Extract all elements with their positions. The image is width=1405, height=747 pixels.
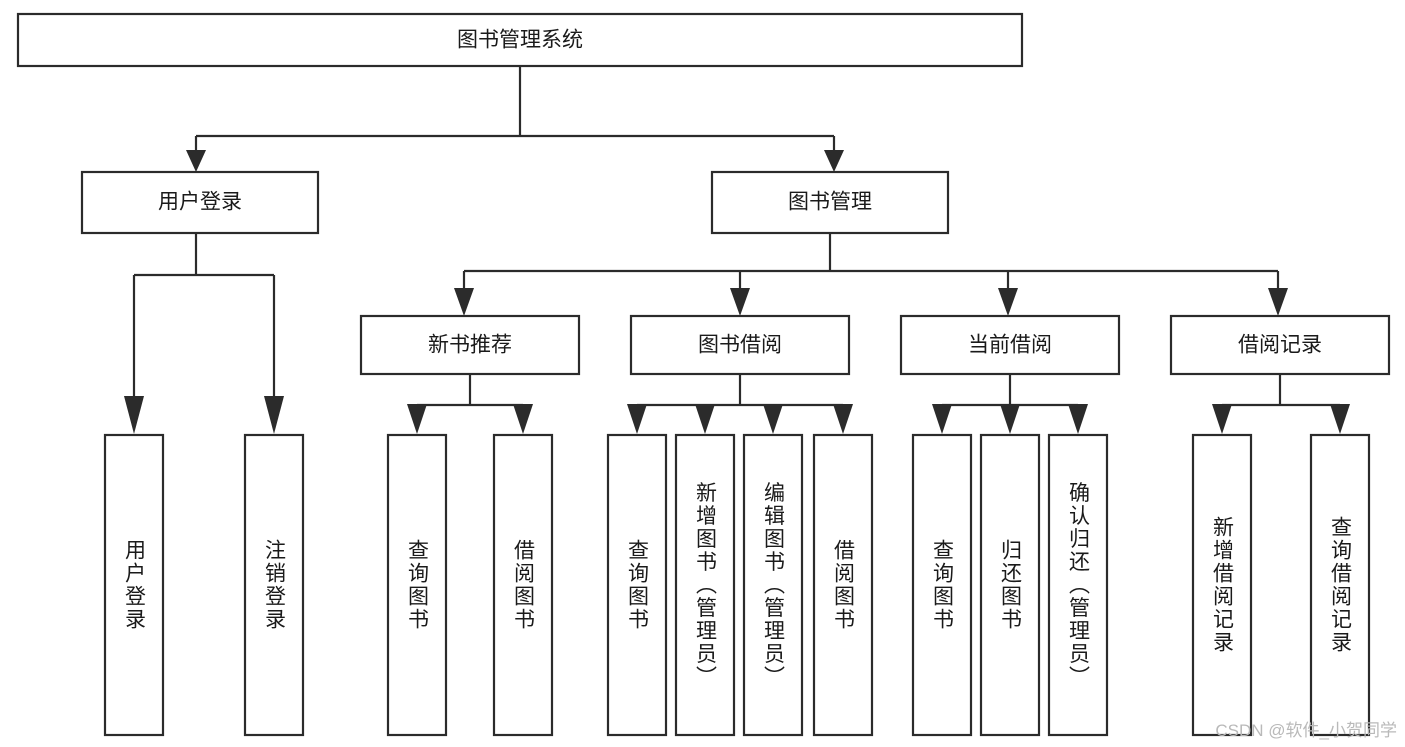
- leaf-user-login-2-box[interactable]: [243, 433, 305, 737]
- node-root[interactable]: 图书管理系统: [16, 12, 1024, 68]
- node-current-borrow[interactable]: 当前借阅: [899, 314, 1121, 376]
- node-user-login-label: 用户登录: [158, 191, 242, 214]
- leaf-current-1-box[interactable]: [911, 433, 973, 737]
- leaf-current-3[interactable]: 确认归还（管理员）: [1047, 433, 1109, 737]
- arrow-root-to-user-login: [186, 150, 206, 172]
- leaf-current-1[interactable]: 查询图书: [911, 433, 973, 737]
- leaf-borrow-2[interactable]: 新增图书（管理员）: [674, 433, 736, 737]
- node-book-management[interactable]: 图书管理: [710, 170, 950, 235]
- arrow-current-leaf-2: [1000, 404, 1020, 434]
- node-user-login[interactable]: 用户登录: [80, 170, 320, 235]
- node-book-management-label: 图书管理: [788, 191, 872, 214]
- node-borrow-records-box[interactable]: [1169, 314, 1391, 376]
- leaf-user-login-2-label: 注销登录: [263, 539, 287, 631]
- arrow-new-book-leaf-2: [513, 404, 533, 434]
- connector-layer: [124, 66, 1350, 434]
- node-new-book-recommend[interactable]: 新书推荐: [359, 314, 581, 376]
- arrow-book-mgmt-child-2: [730, 288, 750, 316]
- node-new-book-recommend-label: 新书推荐: [428, 334, 512, 357]
- leaf-borrow-3-label: 编辑图书（管理员）: [762, 482, 786, 689]
- leaf-borrow-3[interactable]: 编辑图书（管理员）: [742, 433, 804, 737]
- leaf-borrow-1[interactable]: 查询图书: [606, 433, 668, 737]
- node-current-borrow-label: 当前借阅: [968, 334, 1052, 357]
- leaf-borrow-3-box[interactable]: [742, 433, 804, 737]
- arrow-current-leaf-3: [1068, 404, 1088, 434]
- arrow-new-book-leaf-1: [407, 404, 427, 434]
- leaf-user-login-1[interactable]: 用户登录: [103, 433, 165, 737]
- arrow-borrow-leaf-3: [763, 404, 783, 434]
- node-borrow-records-label: 借阅记录: [1238, 334, 1322, 357]
- leaf-records-2-box[interactable]: [1309, 433, 1371, 737]
- arrow-borrow-leaf-2: [695, 404, 715, 434]
- leaf-user-login-1-label: 用户登录: [123, 539, 147, 631]
- node-root-box[interactable]: [16, 12, 1024, 68]
- leaf-current-2[interactable]: 归还图书: [979, 433, 1041, 737]
- arrow-user-login-leaf-2: [264, 396, 284, 434]
- arrow-book-mgmt-child-3: [998, 288, 1018, 316]
- leaf-borrow-4[interactable]: 借阅图书: [812, 433, 874, 737]
- arrow-records-leaf-2: [1330, 404, 1350, 434]
- leaf-current-2-box[interactable]: [979, 433, 1041, 737]
- leaf-records-1-box[interactable]: [1191, 433, 1253, 737]
- node-book-borrow-box[interactable]: [629, 314, 851, 376]
- leaf-user-login-1-box[interactable]: [103, 433, 165, 737]
- arrow-borrow-leaf-1: [627, 404, 647, 434]
- node-current-borrow-box[interactable]: [899, 314, 1121, 376]
- node-new-book-recommend-box[interactable]: [359, 314, 581, 376]
- leaf-borrow-2-label: 新增图书（管理员）: [694, 482, 718, 689]
- leaf-borrow-2-box[interactable]: [674, 433, 736, 737]
- leaf-borrow-4-label: 借阅图书: [832, 539, 856, 631]
- leaf-records-2-label: 查询借阅记录: [1329, 516, 1353, 654]
- leaf-current-2-label: 归还图书: [999, 539, 1023, 631]
- node-book-borrow-label: 图书借阅: [698, 334, 782, 357]
- leaf-new-book-2-box[interactable]: [492, 433, 554, 737]
- leaf-borrow-1-label: 查询图书: [626, 539, 650, 631]
- node-book-management-box[interactable]: [710, 170, 950, 235]
- leaf-borrow-1-box[interactable]: [606, 433, 668, 737]
- arrow-book-mgmt-child-4: [1268, 288, 1288, 316]
- node-borrow-records[interactable]: 借阅记录: [1169, 314, 1391, 376]
- node-user-login-box[interactable]: [80, 170, 320, 235]
- leaf-records-1-label: 新增借阅记录: [1211, 516, 1235, 654]
- arrow-records-leaf-1: [1212, 404, 1232, 434]
- leaf-new-book-1-label: 查询图书: [406, 539, 430, 631]
- arrow-current-leaf-1: [932, 404, 952, 434]
- leaf-borrow-4-box[interactable]: [812, 433, 874, 737]
- leaf-new-book-1-box[interactable]: [386, 433, 448, 737]
- leaf-new-book-1[interactable]: 查询图书: [386, 433, 448, 737]
- leaf-records-2[interactable]: 查询借阅记录: [1309, 433, 1371, 737]
- node-root-label: 图书管理系统: [457, 29, 583, 52]
- arrow-user-login-leaf-1: [124, 396, 144, 434]
- leaf-records-1[interactable]: 新增借阅记录: [1191, 433, 1253, 737]
- arrow-borrow-leaf-4: [833, 404, 853, 434]
- node-book-borrow[interactable]: 图书借阅: [629, 314, 851, 376]
- arrow-book-mgmt-child-1: [454, 288, 474, 316]
- leaf-new-book-2-label: 借阅图书: [512, 539, 536, 631]
- leaf-current-1-label: 查询图书: [931, 539, 955, 631]
- leaf-current-3-label: 确认归还（管理员）: [1067, 482, 1091, 689]
- leaf-current-3-box[interactable]: [1047, 433, 1109, 737]
- leaf-new-book-2[interactable]: 借阅图书: [492, 433, 554, 737]
- leaf-user-login-2[interactable]: 注销登录: [243, 433, 305, 737]
- arrow-root-to-book-mgmt: [824, 150, 844, 172]
